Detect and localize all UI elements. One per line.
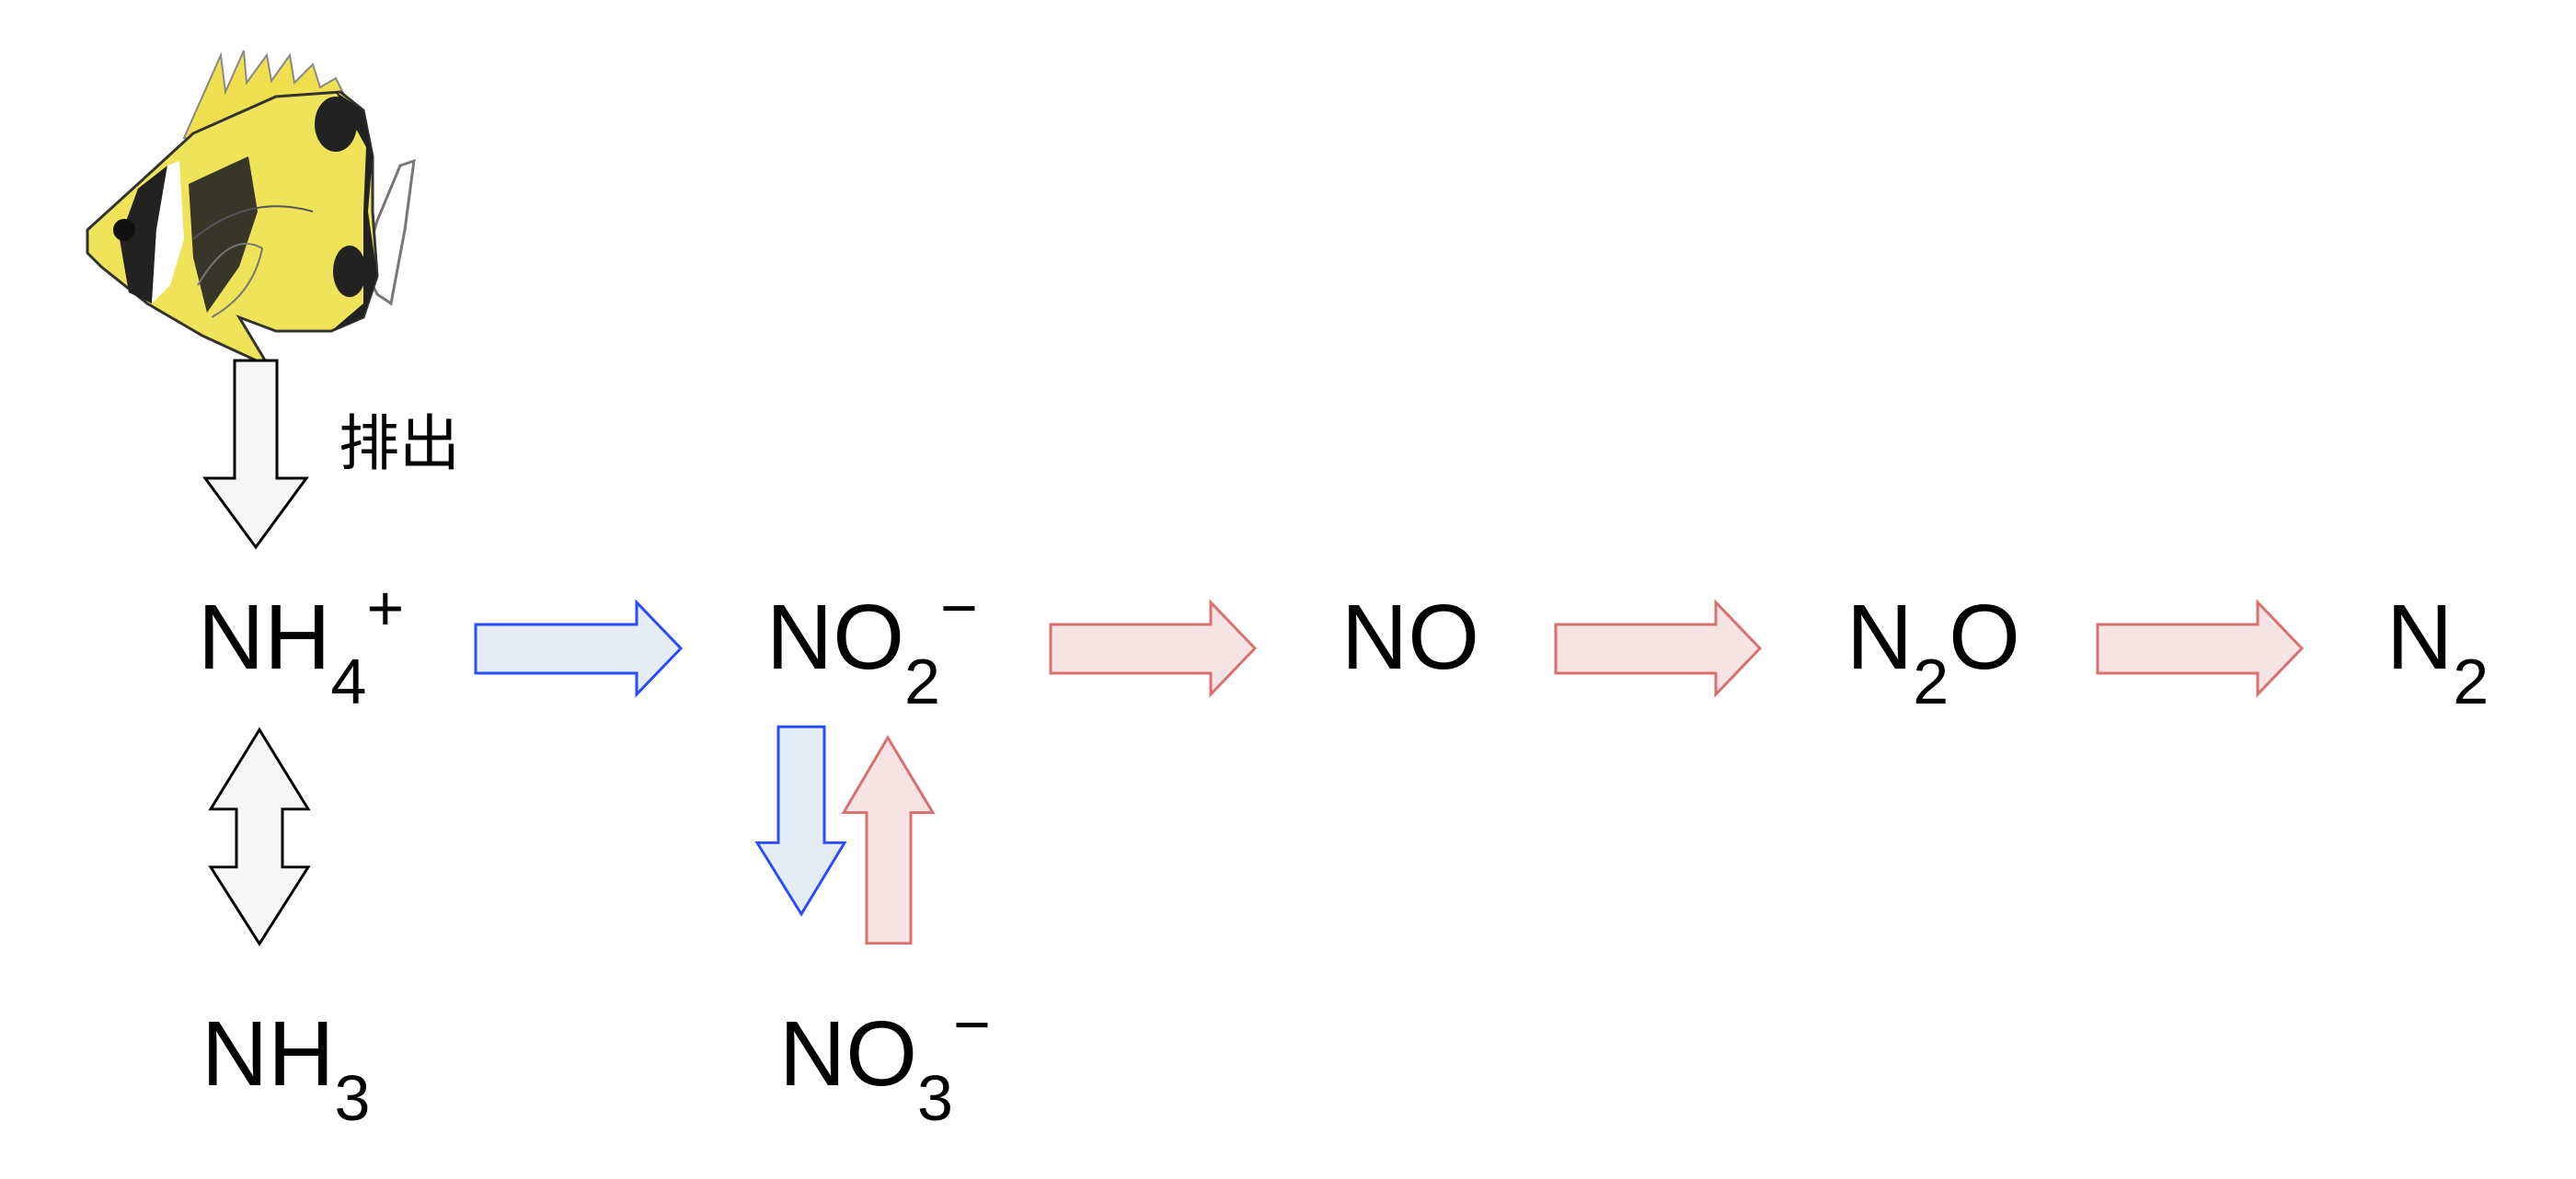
reduction-arrow-nitrate-to-nitrite [841, 735, 936, 945]
equilibrium-double-arrow [208, 727, 311, 947]
nitrification-arrow-ammonium-to-nitrite [474, 599, 684, 698]
ammonia-label: NH3 [201, 1002, 370, 1134]
denitrification-arrow-no-to-n2o [1554, 599, 1763, 698]
excretion-arrow [202, 359, 309, 550]
excretion-label: 排出 [339, 408, 460, 479]
nitrogen-gas-label: N2 [2386, 586, 2489, 717]
denitrification-arrow-n2o-to-n2 [2096, 599, 2305, 698]
nitrification-arrow-nitrite-to-nitrate [754, 725, 847, 917]
butterflyfish-illustration [86, 50, 416, 365]
nitrite-label: NO2− [766, 572, 978, 717]
ammonium-label: NH4+ [198, 572, 404, 717]
nitrous-oxide-label: N2O [1846, 586, 2020, 717]
denitrification-arrow-nitrite-to-no [1049, 599, 1258, 698]
nitrate-label: NO3− [779, 989, 991, 1134]
nitric-oxide-label: NO [1341, 586, 1479, 689]
